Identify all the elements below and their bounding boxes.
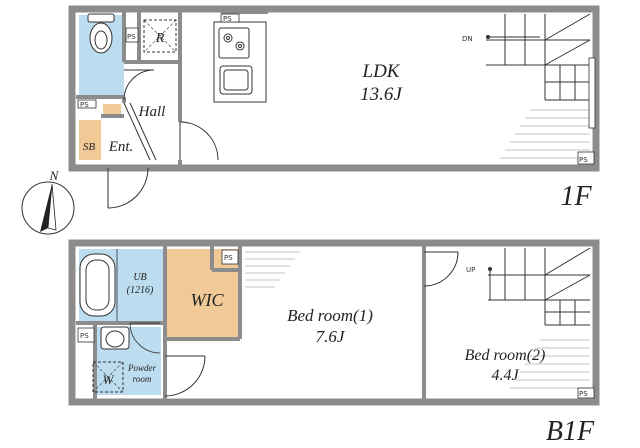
ent-label: Ent. — [108, 139, 134, 155]
outer-wall-b1f — [68, 239, 600, 406]
up-label: UP — [466, 266, 475, 274]
ps-boxes-1f — [77, 13, 595, 165]
outer-wall-1f — [68, 5, 600, 172]
ps-label: PS — [224, 254, 233, 262]
powder-label: Powder — [127, 363, 156, 373]
ub-label: UB — [133, 272, 146, 283]
ps-label: PS — [127, 33, 136, 41]
bed2-label: Bed room(2) — [465, 347, 546, 364]
bathtub — [79, 253, 116, 317]
ps-label: PS — [80, 101, 89, 109]
bed1-area: 7.6J — [316, 327, 346, 346]
floor-1f: R — [68, 5, 600, 212]
floor-b1f: W UP — [68, 239, 600, 447]
dn-label: DN — [462, 35, 473, 43]
stairs-1f — [486, 13, 591, 101]
ldk-area: 13.6J — [360, 84, 403, 105]
bed2-area: 4.4J — [491, 367, 519, 384]
ldk-label: LDK — [362, 61, 401, 82]
up-arrow-dot — [488, 267, 492, 271]
kitchen-counter — [213, 21, 267, 103]
refrigerator-space — [143, 19, 177, 53]
interior-walls-1f — [76, 10, 268, 165]
wic-label: WIC — [191, 290, 225, 310]
stair-hatch-b1f — [245, 251, 590, 389]
floor-label-1f: 1F — [560, 181, 592, 212]
ub-size: (1216) — [127, 285, 154, 296]
washbasin — [100, 326, 130, 350]
hall-label: Hall — [138, 104, 166, 120]
north-compass: N — [21, 168, 75, 235]
powder-room-label: room — [133, 374, 152, 384]
toilet-fixture — [87, 13, 115, 54]
shoe-box — [79, 120, 101, 160]
ps-boxes-b1f — [77, 249, 595, 399]
bed1-label: Bed room(1) — [287, 306, 373, 325]
interior-walls-b1f — [76, 246, 426, 399]
doors-1f — [107, 69, 219, 209]
ps-label: PS — [80, 332, 89, 340]
ps-label: PS — [579, 390, 588, 398]
window-1f — [588, 57, 596, 129]
r-label: R — [155, 31, 165, 46]
stair-hatch-1f — [500, 109, 590, 159]
ps-label: PS — [579, 156, 588, 164]
shoe-box-top — [103, 104, 121, 116]
sb-label: SB — [83, 141, 96, 153]
floor-label-b1f: B1F — [546, 416, 595, 447]
w-label: W — [103, 372, 115, 387]
stairs-b1f — [488, 247, 591, 326]
doors-b1f — [129, 251, 459, 397]
washer-space — [92, 361, 124, 393]
ps-label: PS — [223, 15, 232, 23]
compass-n-label: N — [49, 168, 60, 183]
dn-arrow-dot — [486, 35, 490, 39]
